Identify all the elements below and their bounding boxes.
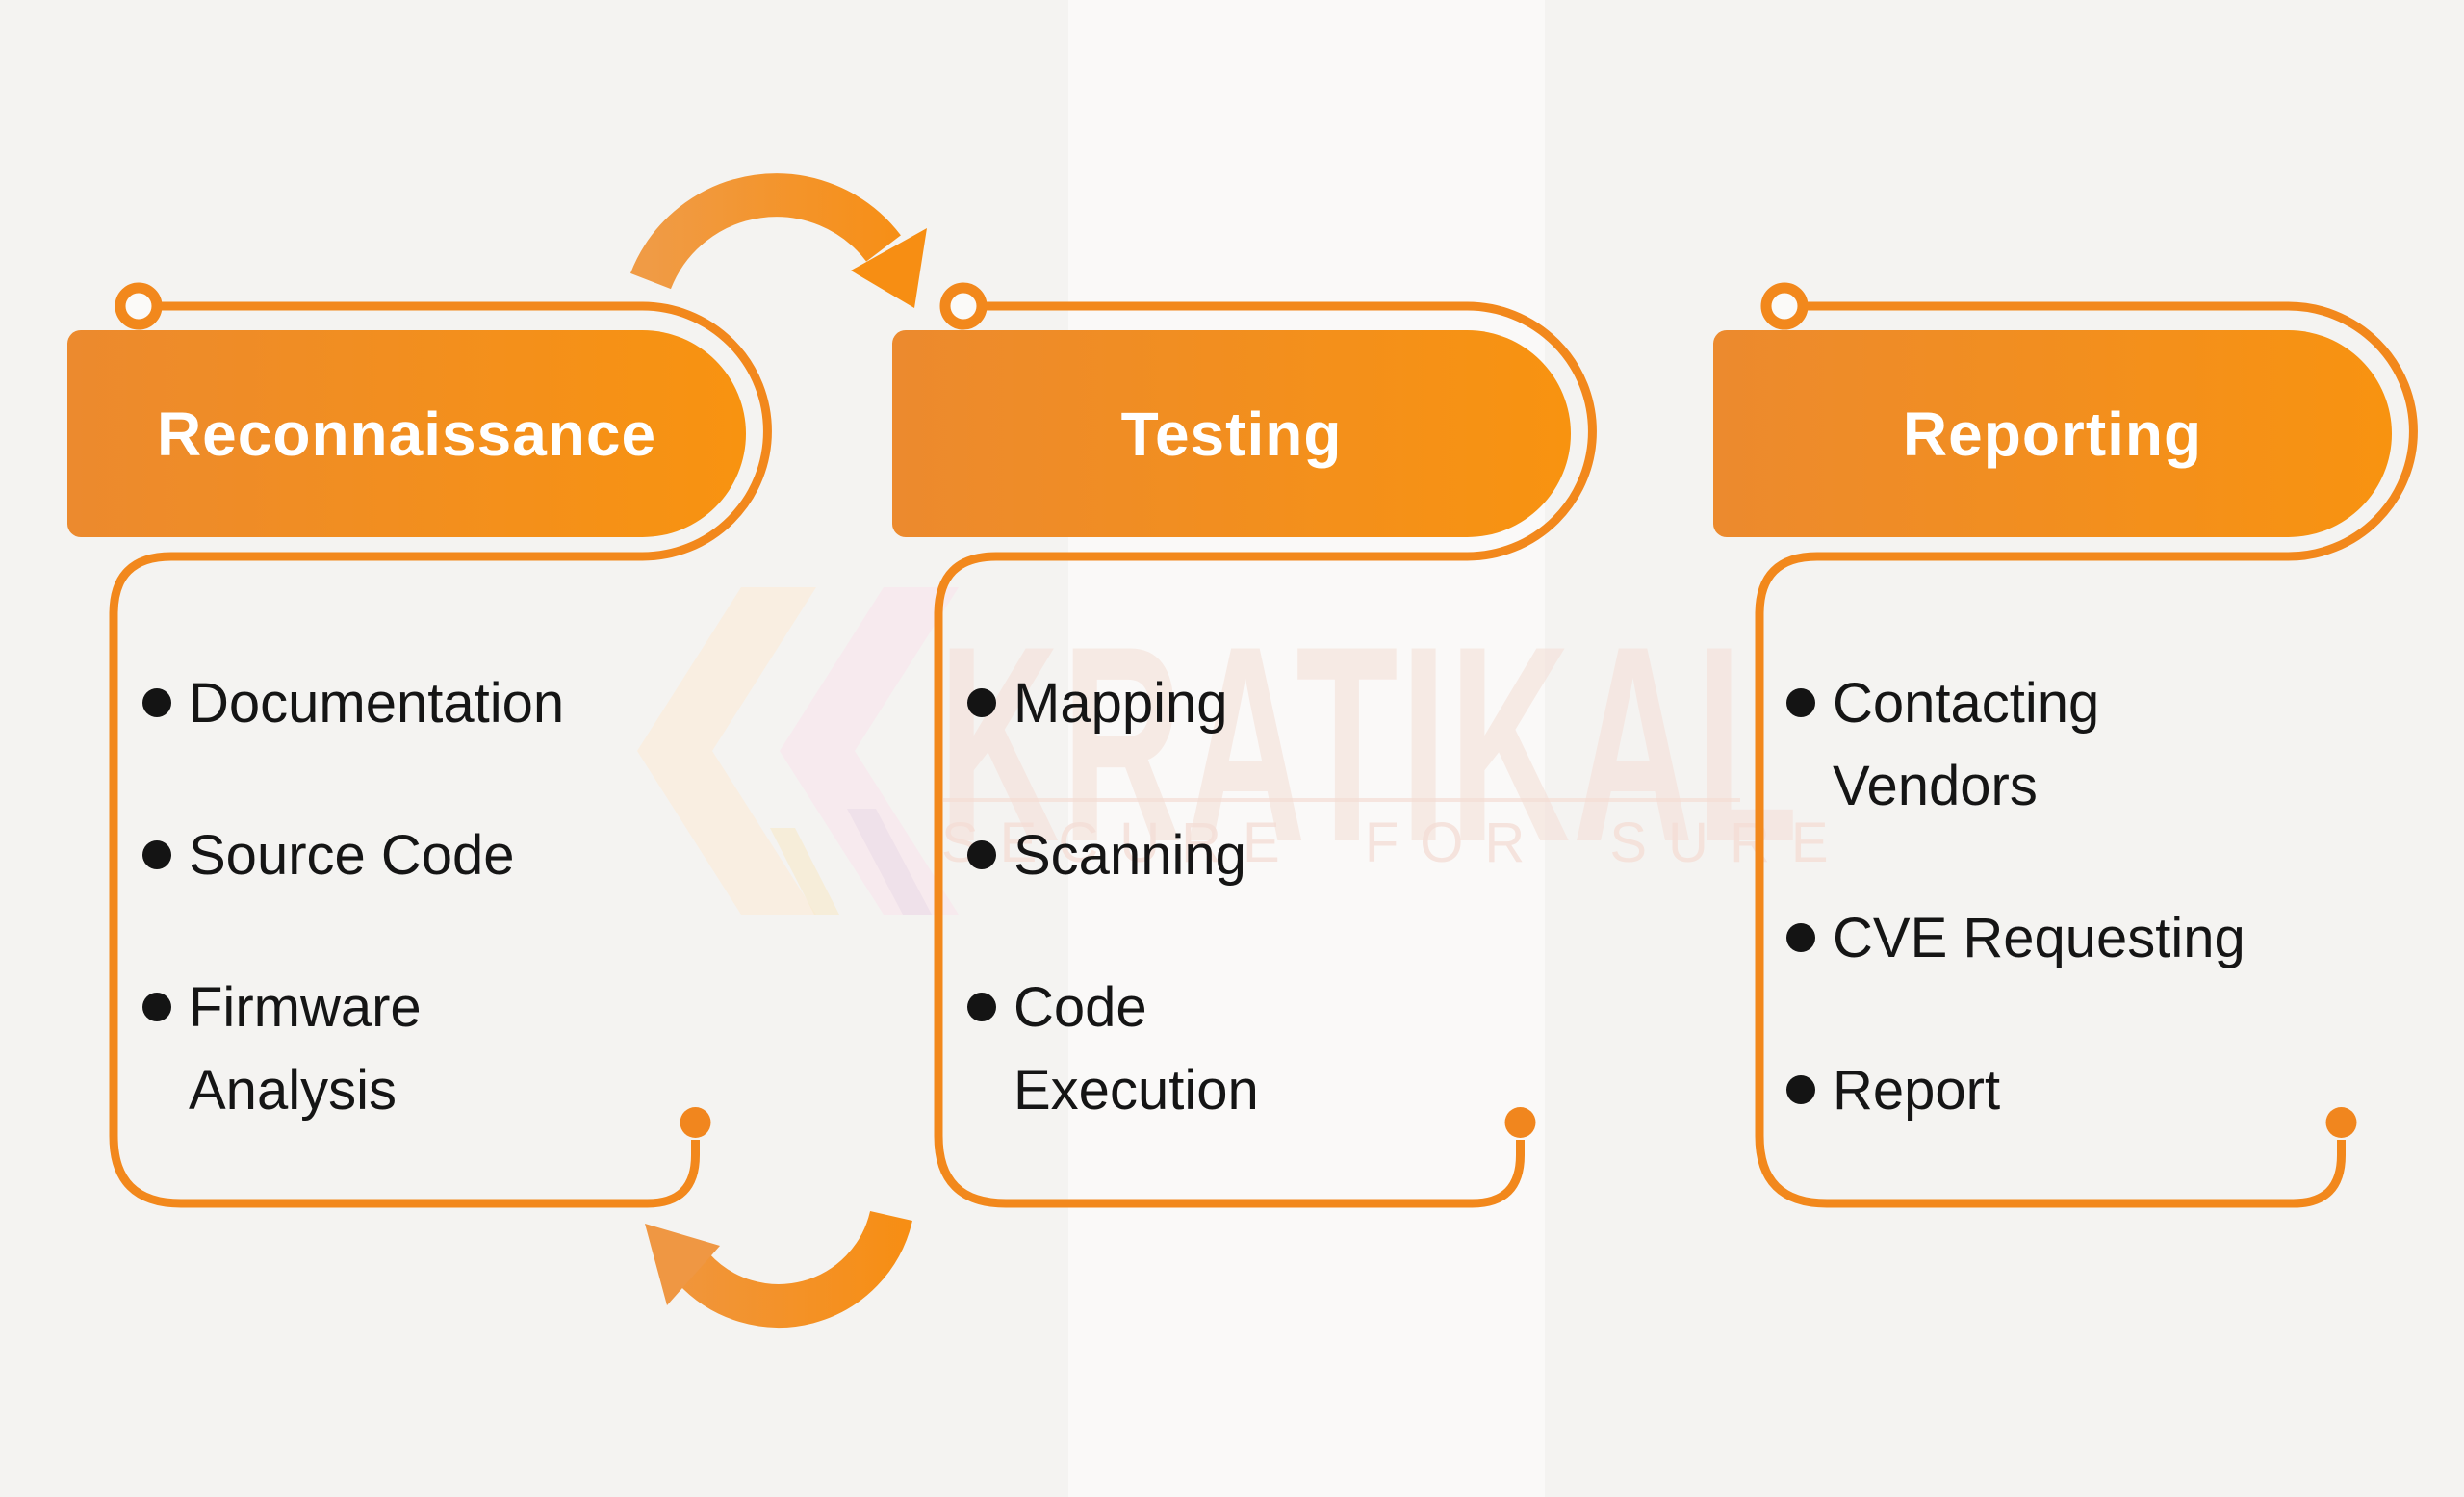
curved-arrow-bottom-icon	[645, 1210, 912, 1328]
list-item-label: Contacting Vendors	[1833, 672, 2100, 817]
list-item: Code Execution	[967, 967, 1331, 1132]
connector-dot-icon	[1504, 1107, 1536, 1138]
list-item-label: Report	[1833, 1059, 2001, 1122]
card-outline-reporting	[1755, 282, 2418, 1208]
list-item: Mapping	[967, 662, 1331, 745]
card-outline-reconnaissance	[109, 282, 772, 1208]
phase-header-testing: Testing	[892, 330, 1571, 537]
list-item: Contacting Vendors	[1786, 662, 2295, 828]
phase-title: Reporting	[1902, 399, 2203, 469]
connector-ring-icon	[1760, 282, 1809, 330]
phase-items-reporting: Contacting Vendors CVE Requesting Report	[1786, 662, 2295, 1201]
list-item-label: Scanning	[1014, 824, 1246, 887]
phase-title: Reconnaissance	[156, 399, 657, 469]
bullet-dot-icon	[1786, 1075, 1815, 1104]
list-item-label: Documentation	[189, 672, 565, 735]
watermark-brand-text: KRATIKAL	[938, 588, 1801, 900]
background-highlight-band	[1068, 0, 1545, 1497]
watermark-tagline-text: SECURE FOR SURE	[941, 812, 1850, 874]
watermark-divider	[943, 798, 1740, 802]
bullet-dot-icon	[142, 840, 171, 869]
connector-ring-icon	[115, 282, 163, 330]
list-item-label: Firmware Analysis	[189, 976, 422, 1122]
list-item-label: Source Code	[189, 824, 515, 887]
bullet-dot-icon	[1786, 923, 1815, 952]
list-item: Documentation	[142, 662, 593, 745]
list-item: Scanning	[967, 814, 1331, 897]
connector-dot-icon	[2325, 1107, 2357, 1138]
list-item-label: CVE Requesting	[1833, 907, 2246, 969]
connector-dot-icon	[680, 1107, 711, 1138]
bullet-dot-icon	[967, 993, 996, 1021]
card-outline-testing	[934, 282, 1597, 1208]
list-item-label: Code Execution	[1014, 976, 1259, 1122]
list-item: Report	[1786, 1049, 2295, 1132]
bullet-dot-icon	[142, 993, 171, 1021]
bullet-dot-icon	[1786, 688, 1815, 717]
phase-title: Testing	[1120, 399, 1343, 469]
list-item-label: Mapping	[1014, 672, 1228, 735]
bullet-dot-icon	[967, 840, 996, 869]
connector-ring-icon	[939, 282, 988, 330]
list-item: Source Code	[142, 814, 593, 897]
phase-items-testing: Mapping Scanning Code Execution	[967, 662, 1331, 1201]
phase-items-reconnaissance: Documentation Source Code Firmware Analy…	[142, 662, 593, 1201]
bullet-dot-icon	[142, 688, 171, 717]
bullet-dot-icon	[967, 688, 996, 717]
list-item: CVE Requesting	[1786, 897, 2295, 980]
curved-arrow-top-icon	[630, 173, 927, 308]
phase-header-reconnaissance: Reconnaissance	[67, 330, 746, 537]
phase-header-reporting: Reporting	[1713, 330, 2392, 537]
list-item: Firmware Analysis	[142, 967, 593, 1132]
